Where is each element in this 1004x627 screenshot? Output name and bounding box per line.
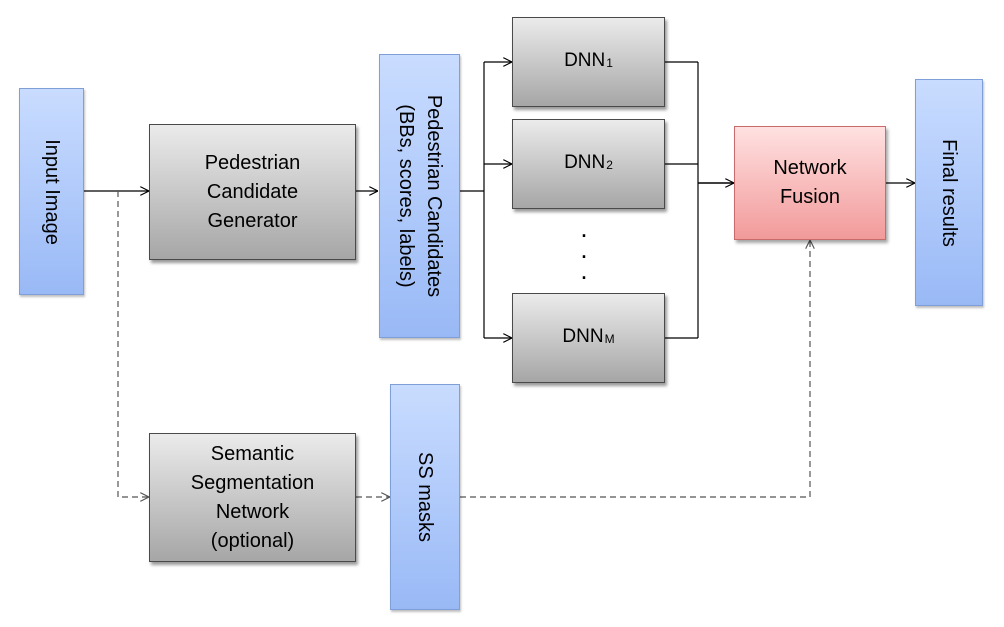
dnn-2-label: DNN2 bbox=[564, 152, 613, 173]
dnn-m-label: DNNM bbox=[562, 326, 615, 347]
final-results-label: Final results bbox=[938, 138, 960, 247]
pedestrian-candidates-label: Pedestrian Candidates (BBs, scores, labe… bbox=[394, 94, 445, 298]
ss-masks-label: SS masks bbox=[414, 451, 436, 543]
ss-masks-box: SS masks bbox=[390, 384, 460, 610]
dnn-m-box: DNNM bbox=[512, 293, 665, 383]
dashed-input-to-segmentation bbox=[117, 191, 149, 497]
semantic-segmentation-label: Semantic Segmentation Network (optional) bbox=[190, 442, 315, 552]
input-image-label: Input Image bbox=[40, 138, 63, 245]
network-fusion-box: Network Fusion bbox=[734, 126, 886, 240]
candidate-generator-label: Pedestrian Candidate Generator bbox=[204, 151, 301, 232]
dnn-1-box: DNN1 bbox=[512, 17, 665, 107]
final-results-box: Final results bbox=[915, 79, 983, 306]
ellipsis-dots: . . . bbox=[580, 213, 588, 285]
dashed-ssmasks-to-fusion bbox=[460, 240, 810, 498]
dnn-1-label: DNN1 bbox=[564, 50, 613, 71]
input-image-box: Input Image bbox=[19, 88, 84, 295]
semantic-segmentation-network-box: Semantic Segmentation Network (optional) bbox=[149, 433, 356, 562]
pedestrian-candidates-box: Pedestrian Candidates (BBs, scores, labe… bbox=[379, 54, 460, 338]
network-fusion-label: Network Fusion bbox=[773, 157, 847, 208]
pedestrian-candidate-generator-box: Pedestrian Candidate Generator bbox=[149, 124, 356, 260]
dnn-2-box: DNN2 bbox=[512, 119, 665, 209]
